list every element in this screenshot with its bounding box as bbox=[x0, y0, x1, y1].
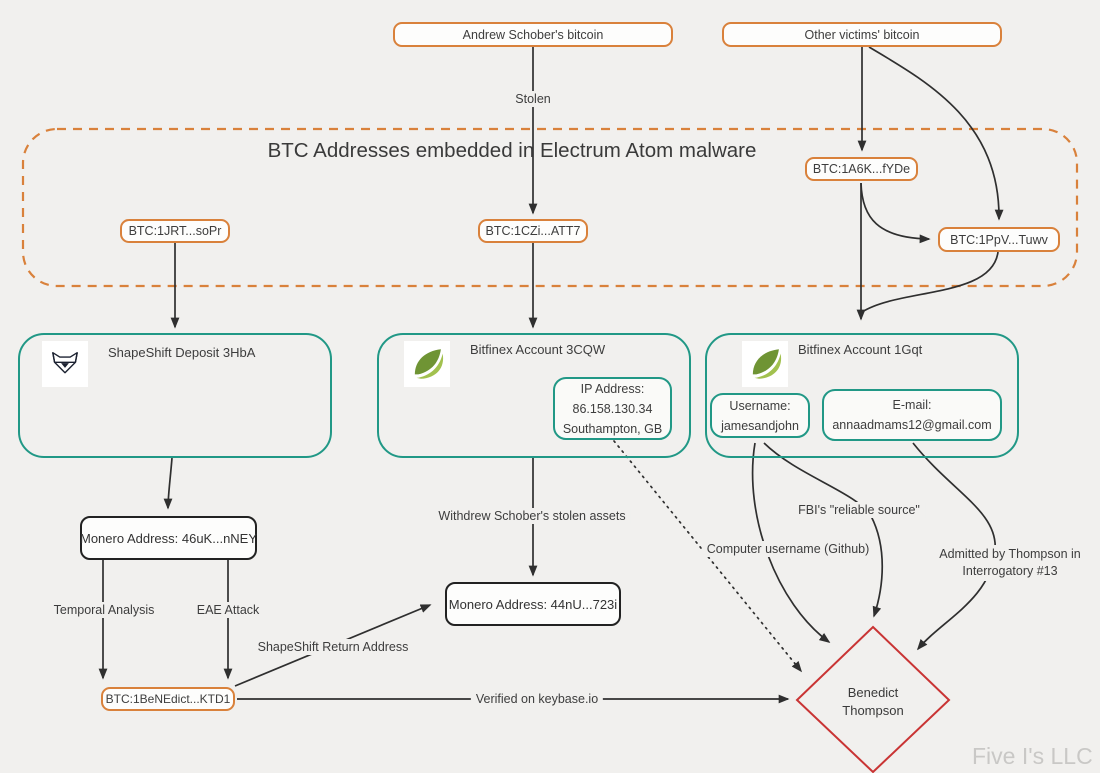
node-btc-1a6k: BTC:1A6K...fYDe bbox=[805, 157, 918, 181]
ip-location: Southampton, GB bbox=[562, 421, 663, 436]
edge-label-eae-attack: EAE Attack bbox=[191, 602, 265, 618]
shapeshift-fox-icon bbox=[42, 341, 88, 387]
edge-1ppv-to-1gqt bbox=[861, 251, 999, 313]
benedict-line1: Benedict bbox=[847, 685, 899, 700]
username-value: jamesandjohn bbox=[721, 418, 799, 433]
node-label: BTC:1JRT...soPr bbox=[128, 224, 222, 238]
bitfinex-1gqt-title: Bitfinex Account 1Gqt bbox=[798, 342, 923, 357]
bitfinex-3cqw-title: Bitfinex Account 3CQW bbox=[470, 342, 606, 357]
email-box: E-mail: annaadmams12@gmail.com bbox=[822, 389, 1002, 441]
bitfinex-leaf-icon bbox=[404, 341, 450, 387]
shapeshift-title: ShapeShift Deposit 3HbA bbox=[108, 345, 256, 360]
node-andrew-bitcoin: Andrew Schober's bitcoin bbox=[393, 22, 673, 47]
node-monero-44: Monero Address: 44nU...723i bbox=[445, 582, 621, 626]
ip-label: IP Address: bbox=[580, 381, 645, 396]
node-bitfinex-1gqt bbox=[705, 333, 1019, 458]
edge-shapeshift-to-monero46 bbox=[163, 457, 173, 510]
node-label: BTC:1A6K...fYDe bbox=[812, 162, 911, 176]
benedict-thompson-label: Benedict Thompson bbox=[813, 684, 933, 720]
node-label: BTC:1CZi...ATT7 bbox=[485, 224, 581, 238]
edge-label-computer-username: Computer username (Github) bbox=[701, 541, 875, 557]
username-label: Username: bbox=[729, 398, 791, 413]
edge-label-temporal-analysis: Temporal Analysis bbox=[48, 602, 160, 618]
node-other-victims-bitcoin: Other victims' bitcoin bbox=[722, 22, 1002, 47]
email-label: E-mail: bbox=[892, 398, 932, 412]
edge-label-admitted: Admitted by Thompson in Interrogatory #1… bbox=[925, 545, 1095, 581]
edge-ip-dotted bbox=[613, 440, 803, 673]
node-label: BTC:1BeNEdict...KTD1 bbox=[105, 692, 231, 706]
email-value: annaadmams12@gmail.com bbox=[832, 418, 992, 432]
malware-container-title: BTC Addresses embedded in Electrum Atom … bbox=[267, 139, 757, 162]
bitfinex-leaf-icon bbox=[742, 341, 788, 387]
ip-value: 86.158.130.34 bbox=[572, 401, 653, 416]
node-btc-1jrt: BTC:1JRT...soPr bbox=[120, 219, 230, 243]
edge-1a6k-to-1ppv bbox=[860, 182, 931, 244]
node-btc-1czi: BTC:1CZi...ATT7 bbox=[478, 219, 588, 243]
node-shapeshift-deposit bbox=[18, 333, 332, 458]
edge-label-verified-keybase: Verified on keybase.io bbox=[470, 691, 604, 707]
node-label: Monero Address: 46uK...nNEY bbox=[79, 530, 258, 546]
admitted-line2: Interrogatory #13 bbox=[962, 563, 1058, 578]
edge-label-stolen: Stolen bbox=[510, 91, 556, 107]
benedict-line2: Thompson bbox=[842, 703, 904, 719]
watermark-five-is-llc: Five I's LLC bbox=[972, 743, 1093, 769]
node-btc-benedict: BTC:1BeNEdict...KTD1 bbox=[101, 687, 235, 711]
node-label: BTC:1PpV...Tuwv bbox=[950, 232, 1048, 247]
ip-address-box: IP Address: 86.158.130.34 Southampton, G… bbox=[553, 377, 672, 440]
node-label: Other victims' bitcoin bbox=[804, 27, 920, 42]
admitted-line1: Admitted by Thompson in bbox=[939, 547, 1081, 561]
node-btc-1ppv: BTC:1PpV...Tuwv bbox=[938, 227, 1060, 252]
edge-fbi-source bbox=[763, 442, 884, 618]
node-bitfinex-3cqw bbox=[377, 333, 691, 458]
node-label: Monero Address: 44nU...723i bbox=[448, 596, 618, 612]
node-monero-46: Monero Address: 46uK...nNEY bbox=[80, 516, 257, 560]
edge-label-shapeshift-return: ShapeShift Return Address bbox=[252, 639, 414, 655]
benedict-diamond bbox=[795, 625, 951, 773]
username-box: Username: jamesandjohn bbox=[710, 393, 810, 438]
edge-label-fbi-source: FBI's "reliable source" bbox=[793, 502, 925, 518]
node-label: Andrew Schober's bitcoin bbox=[462, 27, 604, 42]
edge-label-withdrew: Withdrew Schober's stolen assets bbox=[433, 508, 631, 524]
edge-other-to-1ppv bbox=[868, 46, 1004, 221]
